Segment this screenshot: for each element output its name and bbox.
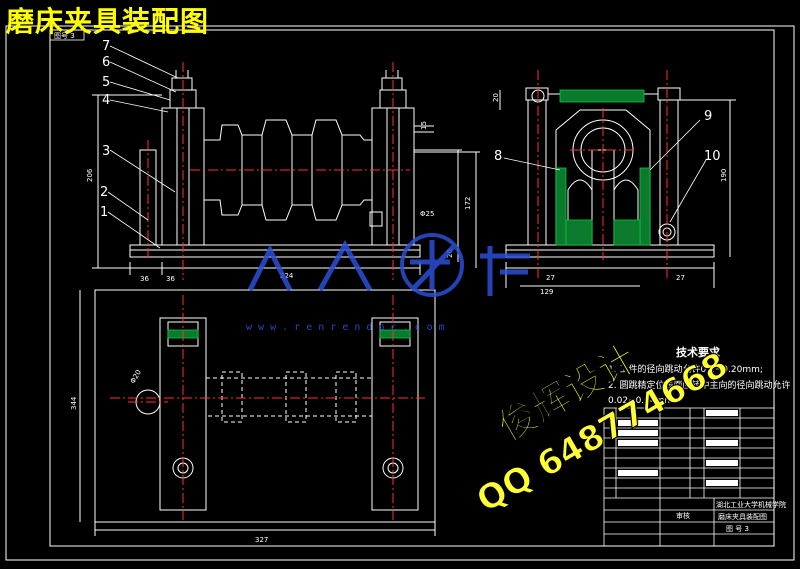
side-left-upright — [527, 99, 547, 246]
part-number: 7 — [102, 39, 110, 54]
dim-text: 27 — [676, 274, 685, 282]
title-designer: 审核 — [676, 511, 690, 520]
part-labels: 7 6 5 4 3 2 1 8 9 10 — [100, 39, 721, 220]
frame-tag: 图号 3 — [54, 32, 75, 40]
side-view — [499, 87, 736, 288]
title-school: 湖北工业大学机械学院 — [716, 500, 786, 509]
tech-item-3: 0.02~0.04mm — [608, 396, 674, 406]
part-number: 3 — [102, 144, 110, 159]
side-centerlines — [537, 70, 668, 280]
sheet-border — [5, 25, 795, 561]
dim-text: 224 — [280, 272, 294, 280]
tech-item-1: 1. 工件的径向跳动允许0.1~0.20mm; — [608, 365, 763, 375]
dim-text: 206 — [86, 168, 94, 182]
part-number: 10 — [704, 149, 721, 164]
part-number: 5 — [102, 75, 110, 90]
dim-text: 327 — [255, 536, 268, 544]
site-watermark: w w w . r e n r e n d o c . c o m — [246, 322, 445, 333]
part-number: 2 — [100, 185, 108, 200]
part-number: 1 — [100, 205, 108, 220]
front-leaders — [107, 45, 179, 249]
drawing-title: 磨床夹具装配图 — [6, 5, 210, 38]
front-view — [92, 70, 480, 275]
inner-frame — [49, 29, 775, 547]
title-block-text: 湖北工业大学机械学院 磨床夹具装配图 图 号 3 审核 — [676, 500, 786, 533]
part-number: 9 — [704, 109, 712, 124]
dim-text: 190 — [720, 169, 728, 182]
dim-text: 36 — [140, 275, 149, 283]
title-drawing-name: 磨床夹具装配图 — [718, 512, 767, 521]
tech-heading: 技术要求 — [676, 346, 720, 359]
dim-text: 129 — [540, 288, 553, 296]
renren-logo — [247, 233, 530, 297]
title-block — [603, 407, 775, 547]
plan-base — [94, 289, 436, 523]
dim-text: Φ25 — [420, 210, 434, 218]
frame-tag-box — [49, 29, 85, 41]
tech-item-2: 2. 圆跳精定位表面回转中主向的径向跳动允许 — [608, 381, 791, 391]
dim-text: 36 — [166, 275, 175, 283]
dim-text: 27 — [546, 274, 555, 282]
front-workpiece — [203, 119, 373, 221]
dim-text: 172 — [464, 197, 472, 210]
part-number: 4 — [102, 93, 110, 108]
title-sheet: 图 号 3 — [726, 525, 749, 533]
dim-text: Φ20 — [129, 369, 143, 385]
title-block-fills — [618, 410, 738, 486]
side-base — [505, 244, 715, 258]
side-right-upright — [659, 99, 679, 246]
side-leaders — [503, 119, 707, 223]
part-number: 6 — [102, 55, 110, 70]
part-number: 8 — [494, 149, 502, 164]
dim-text: 344 — [70, 396, 78, 410]
front-centerlines — [147, 62, 410, 280]
plan-centerlines — [110, 295, 425, 520]
dim-text: 15 — [420, 121, 428, 130]
dim-text: 20 — [492, 93, 500, 102]
side-hatching — [555, 89, 651, 246]
